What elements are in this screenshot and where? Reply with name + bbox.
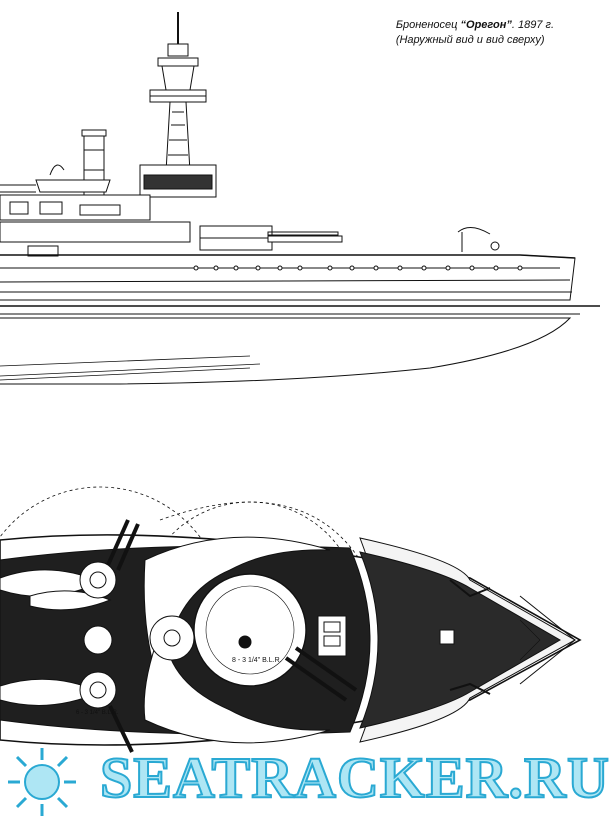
forward-turret-top: 8 - 3 1/4" B.L.R.: [193, 573, 358, 702]
portholes: [193, 265, 523, 271]
watermark-text: SEATRACKER.RU: [99, 745, 610, 810]
ship-name: “Орегон”: [460, 19, 512, 31]
sun-logo-icon: [8, 748, 76, 816]
forward-turret-side: [199, 225, 343, 251]
top-view: 8 - 3 1/4" B.L.R. 6 - 3 1/4" B.L.R.: [0, 486, 582, 753]
caption-year: . 1897 г.: [511, 19, 554, 31]
caption-prefix: Броненосец: [395, 19, 461, 31]
drawing-caption: Броненосец “Орегон”. 1897 г. (Наружный в…: [396, 18, 554, 48]
caption-title: Броненосец “Орегон”. 1897 г.: [396, 18, 554, 33]
small-gun-label: 6 - 3 1/4" B.L.R.: [76, 710, 119, 716]
turret-label: 8 - 3 1/4" B.L.R.: [232, 657, 282, 664]
military-mast: [149, 12, 207, 173]
boats: [0, 569, 112, 706]
side-view: [0, 12, 600, 385]
caption-subtitle: (Наружный вид и вид сверху): [395, 34, 545, 46]
